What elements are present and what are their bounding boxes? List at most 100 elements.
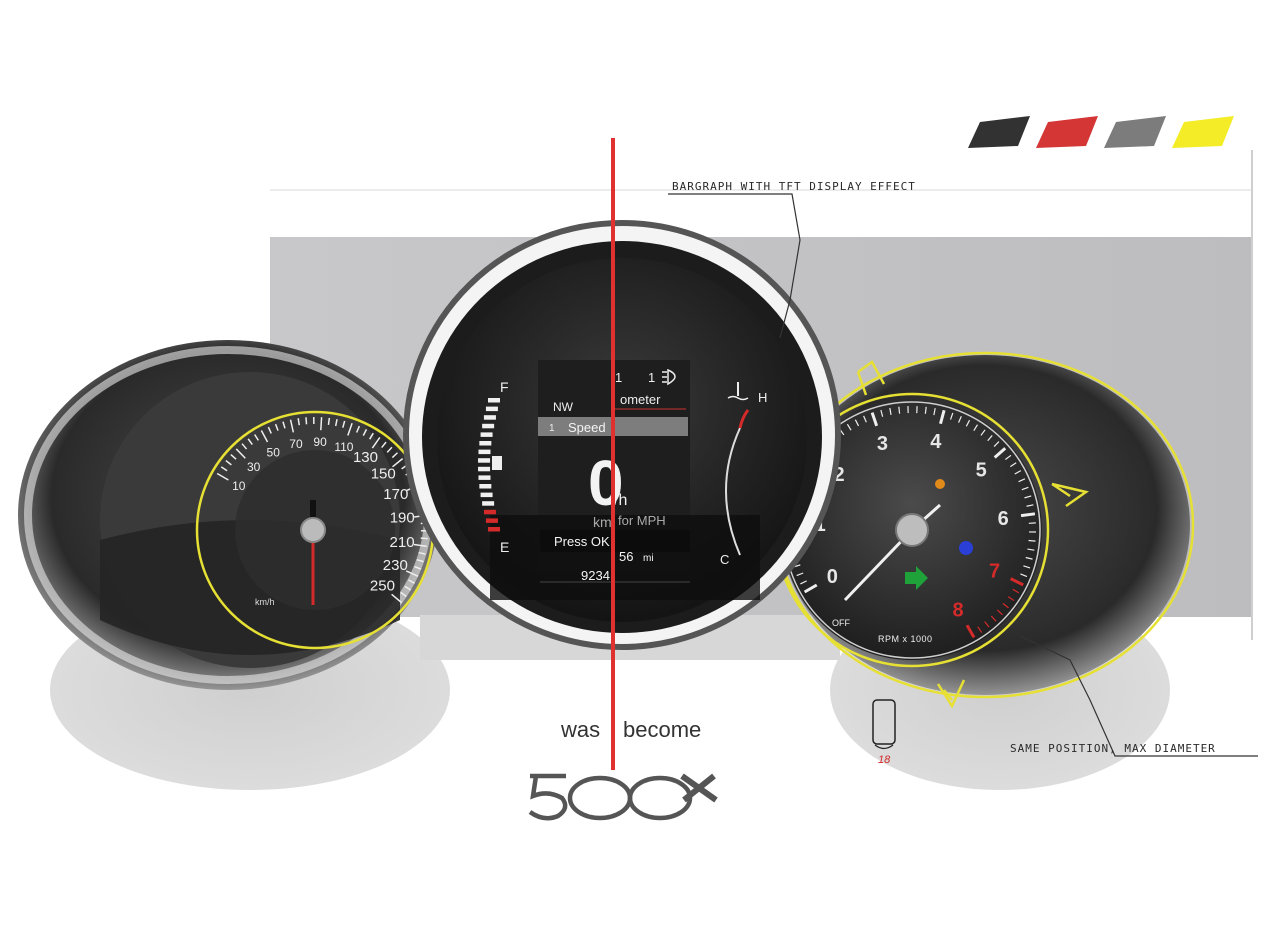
tacho-tick (889, 407, 892, 415)
tacho-off-label: OFF (832, 618, 850, 628)
tacho-labels: 012345678 (815, 431, 1009, 622)
color-swatches (968, 116, 1234, 148)
tacho-tick (1009, 577, 1024, 587)
tacho-tick (800, 580, 807, 585)
temp-hot-label: H (758, 390, 767, 405)
speedo-tick (371, 437, 381, 449)
speedo-tick (418, 551, 426, 555)
fuel-bar-segment (480, 432, 493, 437)
speedo-tick (386, 446, 393, 453)
top-number-2: 1 (648, 370, 655, 385)
speedo-tick-label: 250 (370, 578, 395, 595)
fuel-bar-segment (483, 415, 496, 420)
compass-heading: NW (553, 400, 574, 414)
speedo-tick (391, 593, 403, 604)
fuel-bar-segment (482, 423, 495, 429)
speedo-tick (241, 443, 248, 450)
headlight-icon (662, 368, 676, 386)
tacho-tick (1028, 539, 1036, 542)
speedo-tick (342, 420, 346, 428)
tacho-tick (854, 419, 860, 427)
tacho-number: 5 (976, 459, 987, 481)
tacho-tick (965, 624, 976, 639)
fuel-bar-segment (485, 406, 498, 412)
coolant-temp-icon (727, 382, 749, 401)
arrow-top-icon (856, 360, 886, 396)
tacho-tick (1020, 573, 1028, 578)
speedo-tick-label: 50 (267, 446, 281, 460)
speedo-tick-label: 170 (383, 486, 408, 503)
annotation-bargraph: BARGRAPH WITH TFT DISPLAY EFFECT (672, 180, 916, 193)
tacho-number: 7 (989, 561, 1000, 583)
speedo-tick-label: 90 (313, 435, 327, 449)
center-cluster: F E H C NW 1 1 ometer 1 Speed 0 /h km fo… (403, 220, 841, 650)
tacho-tick (924, 406, 927, 414)
range-value: 56 (619, 549, 633, 564)
tacho-tick (987, 435, 993, 442)
color-swatch (968, 116, 1030, 148)
speedo-tick-label: 130 (353, 449, 378, 466)
tacho-tick (898, 406, 901, 414)
speedo-tick (327, 417, 331, 425)
tft-lower-band (490, 515, 760, 600)
tacho-tick (957, 415, 962, 423)
speedo-tick (282, 421, 286, 429)
speedo-tick (274, 423, 279, 431)
speedo-tick (235, 448, 246, 459)
arrow-bottom-icon (936, 679, 966, 709)
speedo-tick (297, 418, 300, 426)
menu-row-number: 1 (549, 423, 555, 434)
speedo-tick (260, 430, 269, 443)
speedo-tick (416, 558, 424, 563)
tacho-tick (1024, 495, 1032, 499)
tacho-tick (984, 621, 990, 628)
speedo-tick (420, 537, 428, 540)
caption-become: become (623, 717, 702, 742)
tacho-rpm-label: RPM x 1000 (878, 634, 933, 644)
speed-unit: /h (614, 492, 627, 509)
tacho-tick (939, 409, 946, 425)
speedo-tick (305, 417, 308, 425)
speedo-tick (253, 434, 260, 441)
fuel-bar-segment (485, 518, 498, 523)
arrow-right-icon (1051, 482, 1090, 508)
fuel-bar-segment (480, 492, 493, 498)
tacho-tick (973, 424, 978, 431)
speedo-tick (225, 459, 232, 466)
speedo-tick-label: 190 (390, 510, 415, 527)
tacho-tick (993, 447, 1007, 459)
speedo-tick-label: 30 (247, 460, 261, 474)
fuel-pump-icon (492, 456, 502, 470)
fuel-bar-segment (482, 501, 495, 506)
menu-row-label: Speed (568, 420, 606, 435)
fuel-bar-segment (478, 458, 491, 463)
tacho-tick (803, 583, 818, 594)
menu-title: ometer (620, 392, 661, 407)
odometer-value: 9234 (581, 568, 610, 583)
tacho-tick (1005, 454, 1012, 461)
tacho-tick (1014, 470, 1022, 475)
annotation-bottom-leader (1019, 635, 1258, 757)
fuel-bar-segment (478, 449, 491, 455)
range-unit: mi (643, 553, 654, 564)
tacho-tick (1023, 565, 1031, 569)
caption-was: was (561, 717, 601, 742)
turn-signal-green-icon (905, 566, 928, 590)
speedo-tick-label: 10 (232, 479, 246, 493)
annotation-top-leader (668, 193, 801, 339)
tacho-tick (1007, 596, 1015, 602)
fuel-bar-segment (479, 484, 492, 489)
tacho-tick (1021, 486, 1029, 491)
speedo-tick (404, 585, 412, 591)
tacho-tick (965, 419, 971, 427)
speedo-tick-label: 230 (383, 557, 408, 574)
fuel-empty-label: E (500, 539, 509, 555)
color-swatch (1172, 116, 1234, 148)
color-swatch (1104, 116, 1166, 148)
speedo-tick (408, 579, 416, 584)
fuel-bar-segment (478, 475, 491, 480)
tacho-tick (1018, 478, 1026, 483)
speedo-tick (369, 432, 374, 440)
